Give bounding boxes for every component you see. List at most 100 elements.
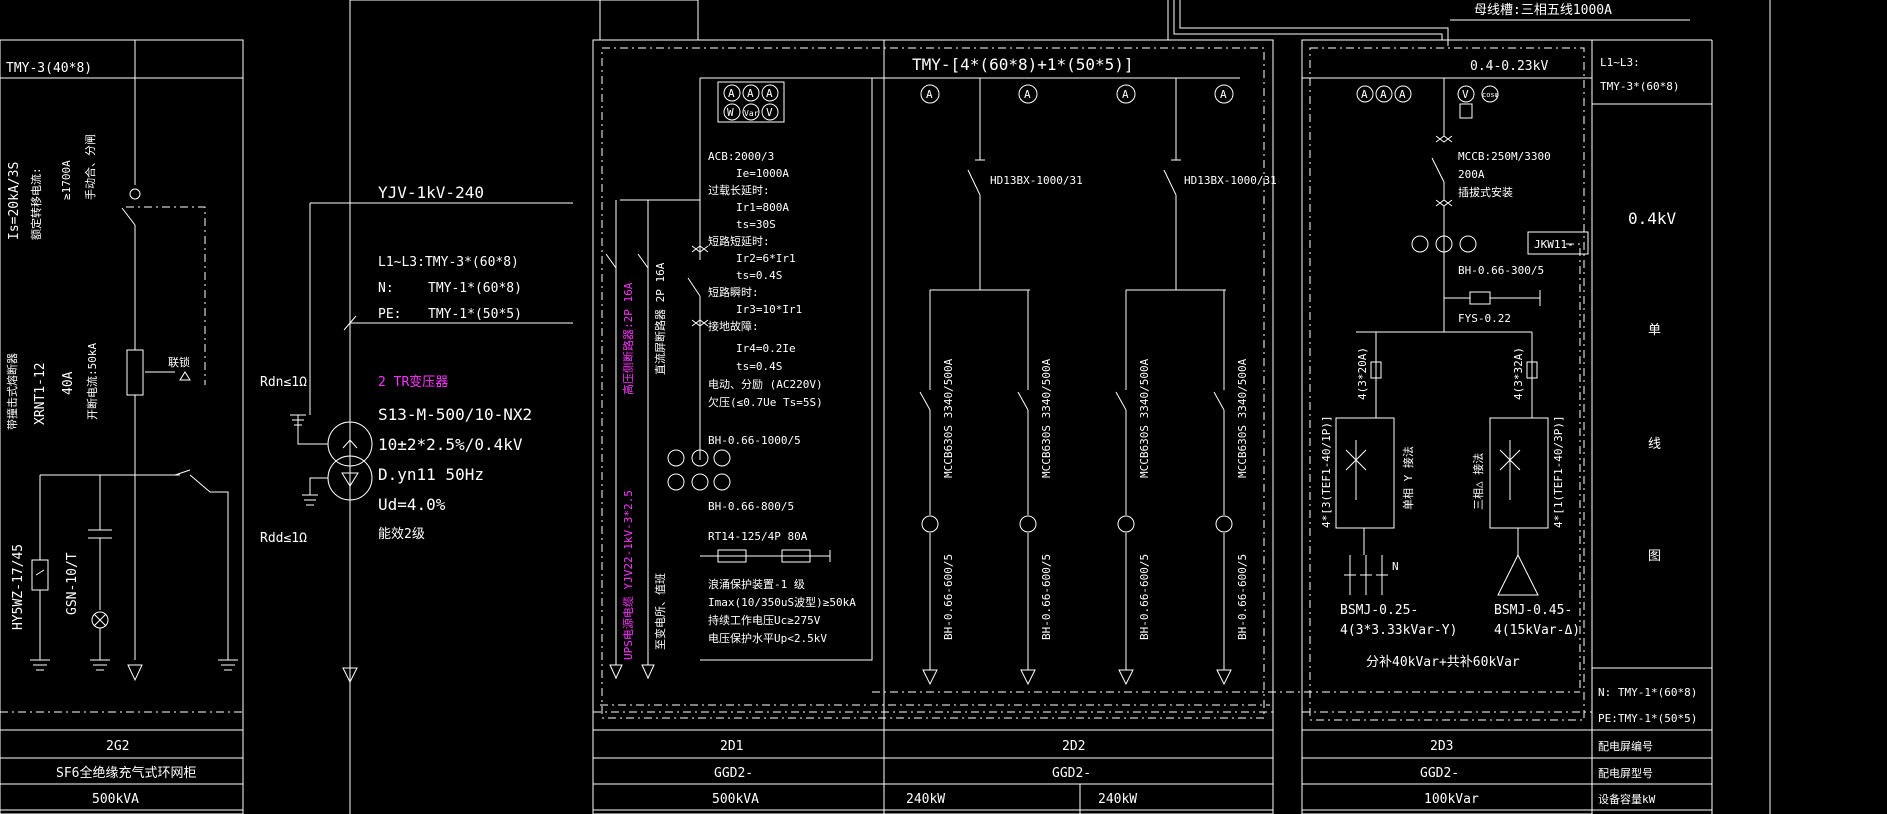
2d1-spd-text: 浪涌保护装置-1 级 Imax(10/350uS波型)≥50kA 持续工作电压U…: [708, 577, 856, 645]
table-2d2-id: 2D2: [1062, 739, 1085, 754]
2d2-meter-4: A: [1220, 88, 1227, 101]
2d2-outgoing: MCCB630S 3340/500A MCCB630S 3340/500A MC…: [919, 290, 1249, 686]
2d3-fuse1: 4(3*20A): [1356, 347, 1369, 400]
2d3-tef1: 4*[3(TEF1-40/1P)]: [1320, 415, 1333, 528]
tr-bus-l: L1~L3:TMY-3*(60*8): [378, 255, 519, 270]
2d1-acb-9: Ir3=10*Ir1: [736, 303, 802, 316]
2d3-summary: 分补40kVar+共补60kVar: [1366, 655, 1520, 670]
panel-2g2: TMY-3(40*8) Is=20kA/3S 额定转移电流: ≥1700A 手动…: [0, 39, 244, 814]
table-row2-label: 配电屏型号: [1598, 766, 1653, 780]
2d3-meter-cos: cosφ: [1482, 91, 1499, 99]
2d1-meter-w: W: [727, 106, 734, 119]
2d2-ct-4: BH-0.66-600/5: [1236, 554, 1249, 640]
2g2-rating-1: Is=20kA/3S: [7, 162, 22, 240]
2g2-fuse-2: XRNT1-12: [33, 362, 48, 425]
table-2d3-cap: 100kVar: [1424, 792, 1479, 807]
table-2g2-cap: 500kVA: [92, 792, 139, 807]
tr-rdd: Rdd≤1Ω: [260, 531, 307, 546]
2d3-arrester: FYS-0.22: [1458, 312, 1511, 325]
bottom-table: 2G2 2D1 2D2 2D3 配电屏编号 SF6全绝缘充气式环网柜 GGD2-…: [0, 711, 1712, 814]
2d3-mccb-2: 插拔式安装: [1458, 185, 1513, 199]
2d3-meters: A A A V cosφ: [1356, 85, 1499, 119]
2d1-meter-a1: A: [728, 87, 735, 100]
tr-bus-n: TMY-1*(60*8): [428, 281, 522, 296]
2d3-mccb-0: MCCB:250M/3300: [1458, 150, 1551, 163]
2d3-mccb-text: MCCB:250M/3300 200A 插拔式安装: [1458, 150, 1551, 199]
2d2-sw1: HD13BX-1000/31: [990, 174, 1083, 187]
2d1-spd-3: 电压保护水平Up<2.5kV: [708, 631, 827, 645]
2d3-cap1-0: BSMJ-0.25-: [1340, 603, 1418, 618]
2d1-acb-1: Ie=1000A: [736, 167, 789, 180]
legend-v-1: 线: [1648, 437, 1661, 452]
2g2-indicator: GSN-10/T: [65, 552, 80, 615]
2g2-fuse-3: 40A: [61, 371, 76, 395]
2g2-rating-4: 手动合、分闸: [83, 134, 97, 200]
2d1-acb-5: 短路短延时:: [708, 234, 770, 248]
2d3-meter-a1: A: [1361, 88, 1368, 101]
tr-ratio: 10±2*2.5%/0.4kV: [378, 435, 523, 454]
2d1-acb-8: 短路瞬时:: [708, 285, 759, 299]
2d2-mccb-4: MCCB630S 3340/500A: [1236, 358, 1249, 478]
2d1-acb-11: Ir4=0.2Ie: [736, 342, 796, 355]
2g2-fuse-1: 带撞击式熔断器: [5, 353, 19, 430]
2d3-tef-note1: 单相 Y 接法: [1401, 446, 1415, 510]
2d2-meters: A A A A: [920, 84, 1234, 104]
2d2-bus: TMY-[4*(60*8)+1*(50*5)]: [912, 55, 1134, 74]
2d3-cap-n: N: [1392, 560, 1399, 573]
2d1-acb-6: Ir2=6*Ir1: [736, 252, 796, 265]
2d3-tef2: 4*[1(TEF1-40/3P)]: [1552, 415, 1565, 528]
2d2-meter-1: A: [926, 88, 933, 101]
table-2d1-cap: 500kVA: [712, 792, 759, 807]
2d1-spd-0: 浪涌保护装置-1 级: [708, 577, 805, 591]
2d1-cable-v1: UPS电源电缆 YJV22-1kV-3*2.5: [621, 490, 635, 660]
legend-n: N: TMY-1*(60*8): [1598, 686, 1697, 699]
2g2-rating-2: 额定转移电流:: [29, 167, 43, 240]
2d1-acb-10: 接地故障:: [708, 319, 759, 333]
table-2d3-id: 2D3: [1430, 739, 1453, 754]
legend-v-2: 图: [1648, 549, 1661, 564]
2d1-spd-2: 持续工作电压Uc≥275V: [708, 613, 821, 627]
table-row3-label: 设备容量kW: [1598, 792, 1656, 806]
table-2d1-type: GGD2-: [714, 766, 753, 781]
transformer-section: YJV-1kV-240 L1~L3:TMY-3*(60*8) N: TMY-1*…: [260, 0, 699, 814]
tr-cable: YJV-1kV-240: [378, 183, 484, 202]
2d3-cap1-1: 4(3*3.33kVar-Y): [1340, 623, 1457, 638]
tr-bus-pe-label: PE:: [378, 307, 401, 322]
2g2-fuse-4: 开断电流:50kA: [85, 343, 99, 420]
tr-bus-n-label: N:: [378, 281, 394, 296]
busway: 母线槽:三相五线1000A: [1167, 0, 1771, 814]
legend-pe: PE:TMY-1*(50*5): [1598, 712, 1697, 725]
2d1-ct2: BH-0.66-800/5: [708, 500, 794, 513]
table-row1-label: 配电屏编号: [1598, 739, 1653, 753]
2d2-mccb-1: MCCB630S 3340/500A: [942, 358, 955, 478]
tr-bus-pe: TMY-1*(50*5): [428, 307, 522, 322]
2d1-acb-12: ts=0.4S: [736, 360, 782, 373]
2d2-ct-1: BH-0.66-600/5: [942, 554, 955, 640]
2d3-fuse2: 4(3*32A): [1512, 347, 1525, 400]
2d1-acb-13: 电动、分励 (AC220V): [708, 378, 823, 391]
2d1-acb-text: ACB:2000/3 Ie=1000A 过载长延时: Ir1=800A ts=3…: [708, 150, 823, 409]
table-2g2-type: SF6全绝缘充气式环网柜: [56, 765, 196, 781]
2g2-bus-label: TMY-3(40*8): [6, 61, 92, 76]
2d2-ct-3: BH-0.66-600/5: [1138, 554, 1151, 640]
2d2-mccb-2: MCCB630S 3340/500A: [1040, 358, 1053, 478]
2d1-acb-3: Ir1=800A: [736, 201, 789, 214]
2d3-tef-note2: 三相△ 接法: [1471, 453, 1485, 510]
2d3-meter-a3: A: [1399, 88, 1406, 101]
2d3-meter-v: V: [1462, 88, 1469, 101]
2d3-mccb-1: 200A: [1458, 168, 1485, 181]
tr-eff: 能效2级: [378, 527, 425, 542]
table-2g2-id: 2G2: [106, 739, 129, 754]
table-2d3-type: GGD2-: [1420, 766, 1459, 781]
table-2d1-id: 2D1: [720, 739, 743, 754]
table-2d2-type: GGD2-: [1052, 766, 1091, 781]
panel-2d1-2d2: TMY-[4*(60*8)+1*(50*5)] A A A W Var V AC…: [592, 39, 1580, 814]
2d2-ct-2: BH-0.66-600/5: [1040, 554, 1053, 640]
2d1-acb-4: ts=30S: [736, 218, 776, 231]
2d3-meter-a2: A: [1380, 88, 1387, 101]
2d1-ct: BH-0.66-1000/5 BH-0.66-800/5: [667, 434, 801, 513]
tr-ud: Ud=4.0%: [378, 495, 446, 514]
2d3-ctrl: JKW11-: [1534, 238, 1574, 251]
2d1-mcb1: 高压侧断路器:2P 16A: [621, 282, 635, 395]
